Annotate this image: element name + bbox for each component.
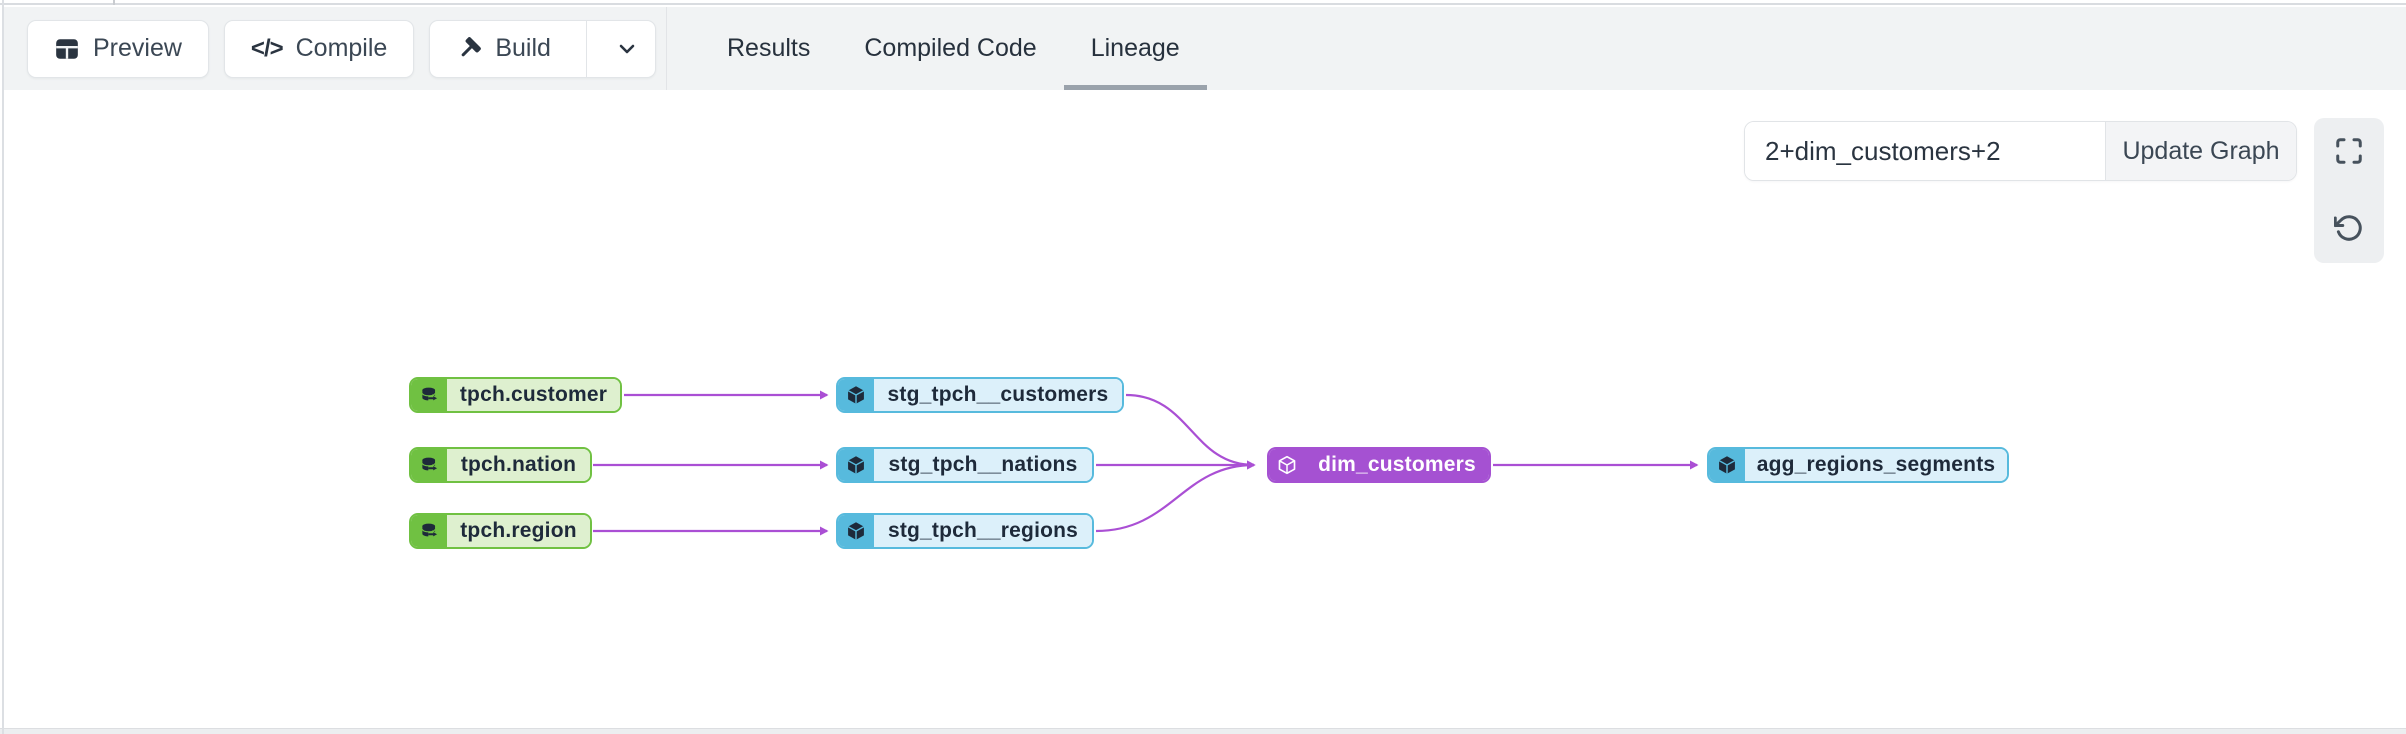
node-label: agg_regions_segments <box>1745 449 2007 481</box>
node-label: tpch.customer <box>447 379 620 411</box>
bottom-status-strip <box>0 728 2406 734</box>
toolbar-divider <box>666 7 667 90</box>
lineage-node-stg-tpch-regions[interactable]: stg_tpch__regions <box>836 513 1094 549</box>
lineage-node-stg-tpch-customers[interactable]: stg_tpch__customers <box>836 377 1124 413</box>
lineage-node-tpch-region[interactable]: tpch.region <box>409 513 592 549</box>
tab-results-label: Results <box>727 34 811 62</box>
model-cube-icon <box>1269 449 1305 481</box>
lineage-node-dim-customers[interactable]: dim_customers <box>1267 447 1491 483</box>
reset-view-icon[interactable] <box>2334 213 2364 243</box>
node-label: tpch.nation <box>447 449 590 481</box>
database-source-icon <box>411 379 447 411</box>
model-cube-icon <box>838 379 874 411</box>
preview-button-label: Preview <box>93 34 182 62</box>
table-icon <box>54 36 80 62</box>
result-tabs: Results Compiled Code Lineage <box>700 7 1207 90</box>
build-button-label: Build <box>495 34 551 62</box>
selector-input[interactable] <box>1745 122 2105 180</box>
edge-stgregions-dim <box>1095 460 1256 533</box>
build-split-button: Build <box>429 19 656 78</box>
hammer-icon <box>456 36 482 62</box>
edge-stgcustomers-dim <box>1125 393 1256 470</box>
lineage-node-tpch-customer[interactable]: tpch.customer <box>409 377 622 413</box>
top-edge-remnant <box>0 0 2406 5</box>
fullscreen-icon[interactable] <box>2334 136 2364 166</box>
active-tab-underline <box>1063 85 1207 90</box>
build-button[interactable]: Build <box>430 21 573 77</box>
code-icon: </> <box>250 34 284 62</box>
build-button-divider <box>585 20 587 77</box>
build-dropdown-button[interactable] <box>600 21 655 77</box>
tab-lineage[interactable]: Lineage <box>1063 7 1207 90</box>
tab-edge-divider <box>113 0 115 5</box>
node-label: stg_tpch__nations <box>874 449 1092 481</box>
lineage-canvas[interactable]: tpch.customer tpch.nation <box>4 90 2406 728</box>
toolbar: Preview </> Compile Build <box>4 7 2406 90</box>
node-label: tpch.region <box>447 515 590 547</box>
lineage-node-tpch-nation[interactable]: tpch.nation <box>409 447 592 483</box>
preview-button[interactable]: Preview <box>27 19 209 78</box>
pane-left-border <box>2 0 4 734</box>
tab-compiled-code-label: Compiled Code <box>864 34 1037 62</box>
tab-results[interactable]: Results <box>700 7 837 90</box>
database-source-icon <box>411 449 447 481</box>
node-label: dim_customers <box>1305 449 1489 481</box>
tab-lineage-label: Lineage <box>1090 34 1180 62</box>
compile-button-label: Compile <box>295 34 388 62</box>
tab-compiled-code[interactable]: Compiled Code <box>837 7 1063 90</box>
model-cube-icon <box>838 515 874 547</box>
chevron-down-icon <box>620 44 635 53</box>
lineage-node-stg-tpch-nations[interactable]: stg_tpch__nations <box>836 447 1094 483</box>
lineage-selector: Update Graph <box>1744 121 2297 181</box>
node-label: stg_tpch__regions <box>874 515 1092 547</box>
model-cube-icon <box>838 449 874 481</box>
compile-button[interactable]: </> Compile <box>223 19 415 78</box>
lineage-edges <box>593 390 1699 536</box>
lineage-node-agg-regions-segments[interactable]: agg_regions_segments <box>1707 447 2009 483</box>
model-cube-icon <box>1709 449 1745 481</box>
update-graph-button[interactable]: Update Graph <box>2105 122 2296 180</box>
database-source-icon <box>411 515 447 547</box>
node-label: stg_tpch__customers <box>874 379 1122 411</box>
view-controls-panel <box>2314 118 2384 263</box>
